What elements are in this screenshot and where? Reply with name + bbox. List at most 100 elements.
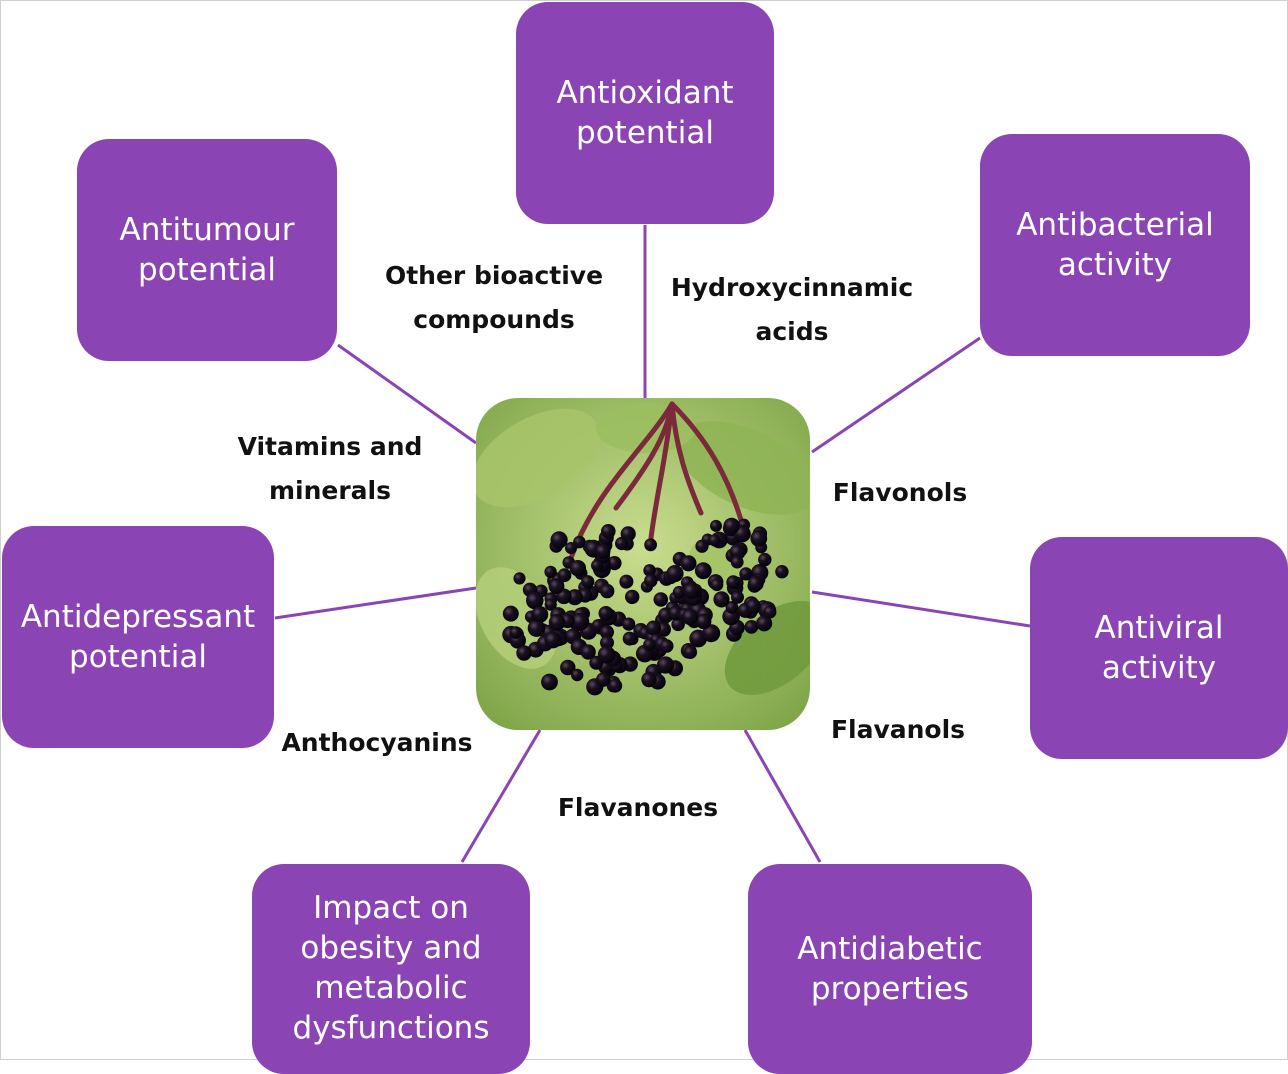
label-anthocyanins: Anthocyanins xyxy=(281,728,473,757)
berry xyxy=(608,678,623,693)
berry xyxy=(739,567,753,581)
label-flavanones: Flavanones xyxy=(557,793,719,822)
berry xyxy=(560,659,576,676)
berry xyxy=(622,617,636,631)
berry xyxy=(653,592,669,607)
berry xyxy=(571,668,584,682)
label-vitamins: Vitamins and minerals xyxy=(237,432,423,505)
berry xyxy=(680,555,697,572)
berry xyxy=(744,620,759,634)
box-antidepressant: Antidepressant potential xyxy=(2,526,274,748)
berry xyxy=(747,575,764,592)
berry xyxy=(513,572,526,585)
berry xyxy=(622,631,637,646)
berry xyxy=(600,635,614,650)
stems xyxy=(568,401,749,561)
berry xyxy=(548,578,565,595)
berry xyxy=(598,606,614,621)
box-antitumour: Antitumour potential xyxy=(77,139,337,361)
berry xyxy=(550,531,568,549)
berry xyxy=(595,543,611,559)
berry xyxy=(708,534,721,547)
berry xyxy=(619,574,634,589)
berry xyxy=(527,619,546,637)
label-flavonols: Flavonols xyxy=(832,478,968,507)
berry xyxy=(656,656,675,674)
berry xyxy=(730,555,744,569)
berry xyxy=(683,582,700,599)
berry xyxy=(729,544,746,561)
connector-antidiabetic xyxy=(743,729,822,863)
berry xyxy=(694,562,712,580)
connector-obesity xyxy=(460,729,542,863)
connector-antiviral xyxy=(811,590,1031,628)
berry xyxy=(666,565,684,583)
berry xyxy=(548,614,566,631)
berry xyxy=(531,606,547,622)
berry xyxy=(544,598,557,611)
berry xyxy=(726,575,741,590)
berry xyxy=(625,589,640,605)
berry xyxy=(596,672,611,687)
berry xyxy=(641,671,657,688)
berry xyxy=(526,591,544,610)
berry xyxy=(607,556,622,571)
berry xyxy=(600,583,615,599)
berry xyxy=(750,530,768,547)
berry xyxy=(581,575,595,589)
berry xyxy=(571,612,590,631)
label-flavanols: Flavanols xyxy=(830,715,966,744)
berry xyxy=(723,517,740,535)
berry xyxy=(713,591,730,608)
berry xyxy=(509,626,523,639)
label-hydroxycinnamic: Hydroxycinnamic acids xyxy=(670,273,914,346)
berry xyxy=(601,524,616,539)
berry xyxy=(541,673,558,691)
berry xyxy=(746,598,761,614)
elderberry-photo xyxy=(476,398,810,730)
berry xyxy=(702,624,721,643)
berry xyxy=(696,613,712,630)
berry xyxy=(683,645,698,659)
box-antioxidant: Antioxidant potential xyxy=(516,2,774,224)
berry xyxy=(671,617,685,632)
box-antiviral: Antiviral activity xyxy=(1030,537,1288,759)
box-antibacterial: Antibacterial activity xyxy=(980,134,1250,356)
berry xyxy=(569,560,587,577)
berry xyxy=(646,620,661,636)
berry xyxy=(591,559,604,572)
berry xyxy=(643,564,656,577)
berry xyxy=(756,615,773,632)
berry xyxy=(643,638,656,651)
berry xyxy=(672,585,686,599)
berry xyxy=(599,625,614,640)
berry xyxy=(681,608,699,626)
connector-antitumour xyxy=(337,343,477,445)
berry-cluster xyxy=(502,517,789,696)
berry xyxy=(710,519,722,532)
connector-antidepressant xyxy=(274,586,477,620)
berry xyxy=(544,631,562,649)
berry xyxy=(644,574,658,588)
berry xyxy=(557,568,572,583)
berry xyxy=(580,644,596,660)
berry xyxy=(731,590,744,604)
berry xyxy=(644,538,657,552)
box-antidiabetic: Antidiabetic properties xyxy=(748,864,1032,1074)
berry xyxy=(695,539,709,553)
berry xyxy=(615,536,629,551)
berry xyxy=(725,601,739,614)
box-obesity: Impact on obesity and metabolic dysfunct… xyxy=(252,864,530,1074)
berry xyxy=(544,565,557,579)
berry xyxy=(660,639,674,653)
berry xyxy=(775,565,789,579)
connector-antibacterial xyxy=(811,336,981,454)
berry xyxy=(516,645,532,661)
label-other-bioactive: Other bioactive compounds xyxy=(384,261,604,334)
berry xyxy=(763,605,777,619)
berry xyxy=(502,605,519,622)
berry xyxy=(573,535,586,549)
berry xyxy=(758,552,772,567)
berry xyxy=(597,645,616,664)
